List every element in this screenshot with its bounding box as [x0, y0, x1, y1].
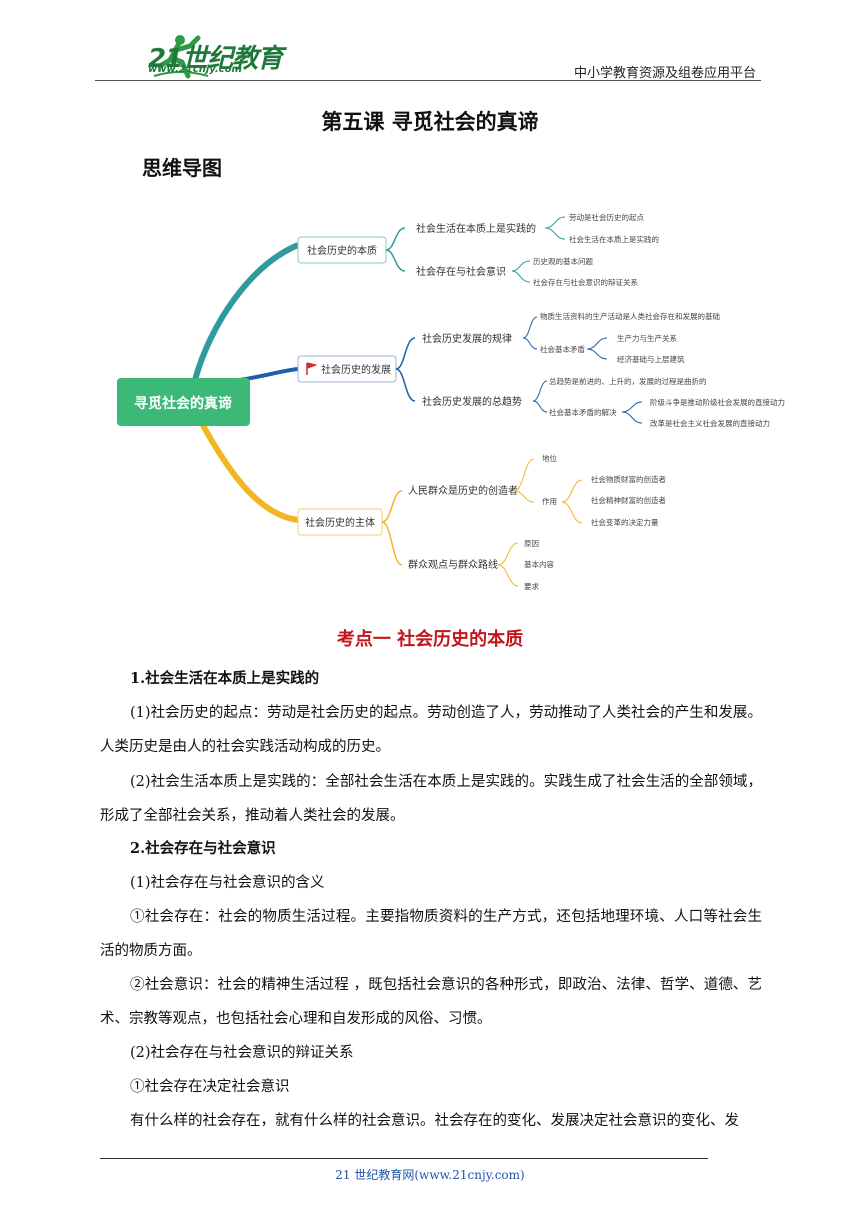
page-title: 第五课 寻觅社会的真谛 — [321, 110, 539, 134]
leaf-label: 要求 — [524, 581, 539, 591]
leaf-label: 社会生活在本质上是实践的 — [569, 234, 659, 244]
leaf-label: 原因 — [524, 539, 539, 548]
leaf-label: 经济基础与上层建筑 — [617, 354, 685, 364]
paragraph: 2.社会存在与社会意识 — [130, 840, 276, 857]
leaf-label: 社会精神财富的创造者 — [591, 495, 666, 505]
leaf-label: 社会存在与社会意识的辩证关系 — [533, 277, 638, 287]
leaf-label: 生产力与生产关系 — [617, 333, 677, 343]
paragraph: 有什么样的社会存在，就有什么样的社会意识。社会存在的变化、发展决定社会意识的变化… — [130, 1113, 739, 1129]
node-label: 社会存在与社会意识 — [416, 265, 506, 278]
node-label: 社会生活在本质上是实践的 — [416, 222, 536, 235]
leaf-label: 社会基本矛盾 — [540, 344, 585, 354]
header-platform-text: 中小学教育资源及组卷应用平台 — [573, 66, 756, 81]
logo-text: 21世纪教育 — [148, 44, 283, 74]
node-label: 群众观点与群众路线 — [408, 558, 498, 571]
leaf-label: 总趋势是前进的、上升的，发展的过程是曲折的 — [549, 376, 707, 386]
leaf-label: 改革是社会主义社会发展的直接动力 — [650, 418, 770, 428]
root-label: 寻觅社会的真谛 — [134, 395, 232, 412]
leaf-label: 劳动是社会历史的起点 — [569, 212, 644, 222]
node-label: 社会历史发展的总趋势 — [422, 395, 522, 408]
node-label: 社会历史发展的规律 — [422, 332, 512, 345]
mind-map: 寻觅社会的真谛 社会历史的本质 社会生活在本质上是实践的 社会存在与社会意识 劳… — [117, 212, 785, 591]
root-node — [117, 378, 250, 426]
logo-runner-icon — [153, 35, 209, 79]
leaf-label: 基本内容 — [524, 559, 554, 569]
paragraph: (1)社会存在与社会意识的含义 — [130, 875, 325, 891]
node-label: 人民群众是历史的创造者 — [408, 484, 518, 497]
paragraph: (2)社会存在与社会意识的辩证关系 — [130, 1045, 354, 1061]
leaf-label: 物质生活资料的生产活动是人类社会存在和发展的基础 — [540, 311, 720, 321]
paragraph: ②社会意识：社会的精神生活过程 ，既包括社会意识的各种形式，即政治、法律、哲学、… — [100, 977, 762, 1027]
paragraph: (2)社会生活本质上是实践的：全部社会生活在本质上是实践的。实践生成了社会生活的… — [100, 774, 762, 824]
paragraph: ①社会存在决定社会意识 — [130, 1079, 290, 1095]
leaf-label: 社会物质财富的创造者 — [591, 474, 666, 484]
footer-link[interactable]: 21 世纪教育网(www.21cnjy.com) — [335, 1168, 525, 1182]
branch-label: 社会历史的本质 — [307, 244, 377, 257]
flag-icon — [306, 362, 318, 375]
header-divider — [95, 80, 761, 81]
leaf-label: 社会基本矛盾的解决 — [549, 407, 617, 417]
leaf-label: 历史观的基本问题 — [533, 256, 593, 266]
leaf-label: 阶级斗争是推动阶级社会发展的直接动力 — [650, 397, 785, 407]
logo-url: www.21cnjy.com — [148, 64, 242, 75]
section-title: 考点一 社会历史的本质 — [336, 629, 524, 650]
branch-label: 社会历史的主体 — [305, 516, 375, 529]
leaf-label: 地位 — [542, 453, 557, 463]
leaf-label: 作用 — [542, 496, 557, 506]
mindmap-heading: 思维导图 — [142, 156, 222, 180]
paragraph: 1.社会生活在本质上是实践的 — [130, 670, 320, 687]
paragraph: ①社会存在：社会的物质生活过程。主要指物质资料的生产方式，还包括地理环境、人口等… — [100, 909, 762, 959]
paragraph: (1)社会历史的起点：劳动是社会历史的起点。劳动创造了人，劳动推动了人类社会的产… — [100, 705, 762, 755]
footer-divider — [100, 1158, 708, 1159]
leaf-label: 社会变革的决定力量 — [591, 517, 659, 527]
branch-label: 社会历史的发展 — [321, 363, 391, 376]
